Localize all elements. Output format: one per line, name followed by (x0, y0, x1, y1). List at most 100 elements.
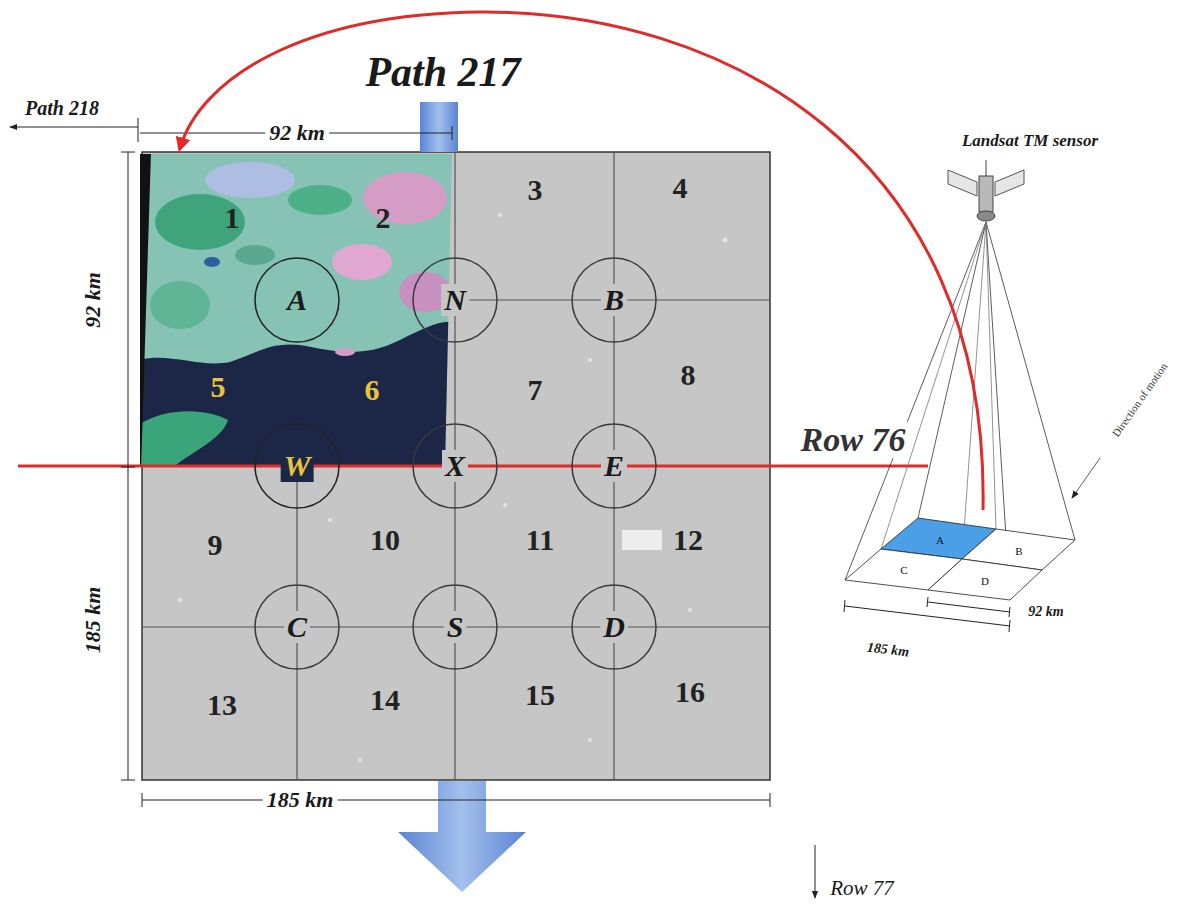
circle-outline (572, 258, 656, 342)
row-arrow (815, 845, 816, 898)
diagram-label: Row 77 (830, 878, 894, 899)
circle-outline (255, 585, 339, 669)
projection-line (881, 222, 986, 549)
cell-number: 1 (225, 203, 240, 233)
speckle (723, 238, 728, 243)
speckle (498, 213, 502, 217)
circle-outline (572, 424, 656, 508)
coast-patch (335, 348, 355, 356)
ground-control-circle: A (254, 257, 340, 343)
speckle (622, 530, 662, 550)
dimension-tick (452, 126, 453, 140)
diagram-label: B (1015, 546, 1022, 557)
cell-number: 3 (528, 175, 543, 205)
diagram-label: Path 217 (365, 51, 520, 93)
grid-cell: 5 (142, 300, 297, 466)
grid-cell: 10 (297, 466, 455, 627)
ground-control-circle: W (254, 423, 340, 509)
solar-panel (995, 170, 1024, 196)
row-line (18, 465, 928, 468)
rotated-label: 92 km (82, 272, 104, 328)
cell-number: 6 (365, 375, 380, 405)
dimension-tick (121, 780, 135, 781)
rotated-label: 185 km (866, 640, 910, 659)
cell-number: 4 (673, 173, 688, 203)
speckle (588, 738, 592, 742)
grid-cell: 16 (614, 627, 770, 780)
grid-cell: 12 (614, 466, 770, 627)
grid-cell: 3 (455, 152, 614, 300)
footprint-dimensions (844, 597, 1010, 632)
speckle (178, 598, 182, 602)
island (138, 411, 228, 470)
land-patch (205, 162, 295, 198)
grid-cell: 7 (455, 300, 614, 466)
speckle (588, 358, 592, 362)
cell-number: 2 (376, 203, 391, 233)
grid-cell: 9 (142, 466, 297, 627)
motion-arrow (1072, 458, 1100, 498)
diagram-label: Path 218 (25, 98, 99, 118)
dimension-lines (121, 126, 770, 807)
ground-control-circle: X (412, 423, 498, 509)
antenna (986, 160, 987, 176)
cell-number: 13 (207, 690, 237, 720)
land-patch (288, 185, 352, 215)
rotated-label: Direction of motion (1110, 361, 1169, 439)
rotated-label: 185 km (82, 587, 104, 654)
cell-number: 7 (528, 375, 543, 405)
circle-outline (255, 424, 339, 508)
ground-control-circle: B (571, 257, 657, 343)
land-patch (235, 245, 275, 265)
path-arrow-bottom (398, 781, 526, 892)
circle-outline (255, 258, 339, 342)
dimension-tick (927, 597, 928, 607)
speckle (328, 518, 332, 522)
cell-number: 8 (681, 360, 696, 390)
footprint-quadrant (928, 559, 1042, 600)
dimension-line (845, 606, 1010, 626)
circle-letter: B (601, 284, 627, 316)
circle-outline (572, 585, 656, 669)
grid-cell: 11 (455, 466, 614, 627)
circle-letter: A (284, 284, 310, 316)
ground-control-circle: D (571, 584, 657, 670)
diagram-label: D (981, 576, 989, 587)
dimension-tick (121, 467, 135, 468)
diagram-label: C (900, 565, 907, 576)
path-arrow (10, 127, 138, 128)
grid-cell: 15 (455, 627, 614, 780)
dimension-line (142, 800, 770, 801)
grid-cell: 8 (614, 300, 770, 466)
grid-cell: 6 (297, 300, 455, 466)
diagram-label: A (936, 535, 944, 546)
circle-letter: N (441, 284, 469, 316)
grid-cell: 13 (142, 627, 297, 780)
dimension-tick (142, 793, 143, 807)
circle-letter: S (444, 611, 467, 643)
cell-number: 5 (211, 372, 226, 402)
grid-cell: 2 (297, 152, 455, 300)
dimension-tick (770, 793, 771, 807)
circle-letter: W (281, 450, 314, 482)
circle-outline (413, 585, 497, 669)
cell-number: 10 (370, 525, 400, 555)
land-patch (150, 281, 210, 329)
cell-number: 14 (370, 685, 400, 715)
diagram-label: 92 km (265, 121, 329, 145)
diagram-label: Row 76 (797, 422, 910, 458)
circle-letter: D (600, 611, 628, 643)
grid-cell: 4 (614, 152, 770, 300)
grid-cell: 14 (297, 627, 455, 780)
ground-control-circle: E (571, 423, 657, 509)
path-arrow-top (420, 102, 458, 152)
lake (204, 257, 220, 267)
speckle (358, 758, 362, 762)
cell-number: 15 (525, 680, 555, 710)
speckle (503, 503, 507, 507)
satellite-icon (948, 160, 1024, 221)
red-arc (180, 12, 983, 510)
cell-number: 9 (208, 530, 223, 560)
ground-control-circle: S (412, 584, 498, 670)
